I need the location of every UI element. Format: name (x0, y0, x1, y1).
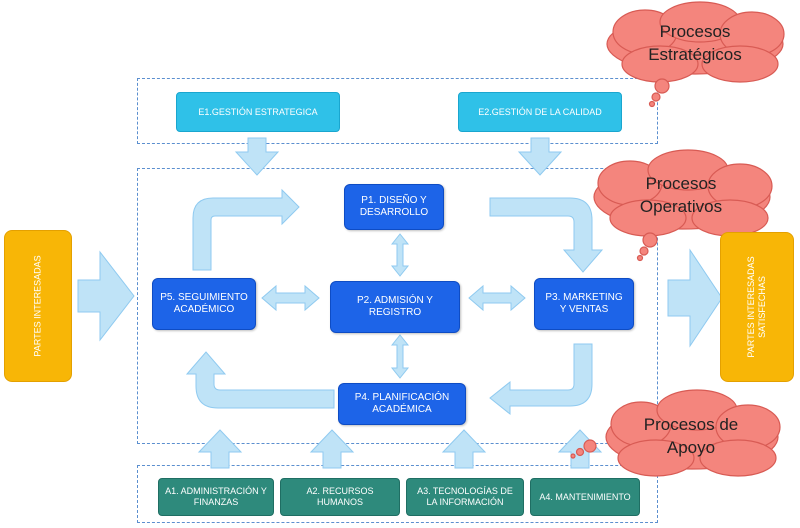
output-arrow (667, 248, 723, 348)
support-up-arrow-1 (197, 429, 243, 469)
process-p3-box: P3. MARKETING Y VENTAS (534, 278, 634, 330)
process-e1-box: E1.GESTIÓN ESTRATEGICA (176, 92, 340, 132)
process-p2-label: P2. ADMISIÓN Y REGISTRO (357, 295, 433, 318)
cloud-strategic-line1: Procesos (659, 22, 731, 41)
process-a1-box: A1. ADMINISTRACIÓN Y FINANZAS (158, 478, 274, 516)
double-arrow-p5-p2 (261, 284, 320, 312)
stakeholders-input-label: PARTES INTERESADAS (32, 255, 43, 357)
cycle-arrow-p1-to-p3 (489, 197, 604, 273)
process-a2-label: A2. RECURSOS HUMANOS (306, 486, 374, 507)
cycle-arrow-p5-to-p1 (192, 188, 300, 271)
process-a4-box: A4. MANTENIMIENTO (530, 478, 640, 516)
cloud-support-line2: Apoyo (666, 438, 716, 457)
cloud-strategic-label: Procesos Estratégicos (620, 20, 770, 66)
process-a3-box: A3. TECNOLOGÍAS DE LA INFORMACIÓN (406, 478, 524, 516)
support-up-arrow-3 (441, 429, 487, 469)
double-arrow-p1-p2 (390, 233, 410, 277)
support-up-arrow-2 (309, 429, 355, 469)
process-e2-box: E2.GESTIÓN DE LA CALIDAD (458, 92, 622, 132)
cloud-strategic (606, 1, 785, 108)
process-p4-label: P4. PLANIFICACIÓN ACADÉMICA (354, 392, 450, 415)
process-p1-label: P1. DISEÑO Y DESARROLLO (359, 195, 429, 218)
process-p4-box: P4. PLANIFICACIÓN ACADÉMICA (338, 383, 466, 425)
process-p5-box: P5. SEGUIMIENTO ACADÉMICO (152, 278, 256, 330)
input-arrow (77, 250, 135, 342)
double-arrow-p2-p3 (468, 284, 526, 312)
strategic-region-frame (137, 78, 658, 144)
stakeholders-output-line1: PARTES INTERESADAS (746, 256, 756, 358)
stakeholders-output-label: PARTES INTERESADAS SATISFECHAS (746, 256, 768, 357)
cloud-strategic-line2: Estratégicos (648, 45, 742, 64)
process-a4-label: A4. MANTENIMIENTO (539, 491, 631, 502)
support-region-frame (137, 465, 658, 523)
cycle-arrow-p4-to-p5 (185, 351, 335, 409)
process-p3-label: P3. MARKETING Y VENTAS (545, 292, 623, 315)
process-p5-label: P5. SEGUIMIENTO ACADÉMICO (160, 292, 248, 315)
cycle-arrow-p3-to-p4 (489, 343, 593, 416)
process-p2-box: P2. ADMISIÓN Y REGISTRO (330, 281, 460, 333)
cloud-operative-line2: Operativos (639, 197, 723, 216)
process-a1-label: A1. ADMINISTRACIÓN Y FINANZAS (165, 486, 267, 507)
stakeholders-output-box: PARTES INTERESADAS SATISFECHAS (720, 232, 794, 382)
cloud-operative (593, 149, 773, 262)
cloud-operative-line1: Procesos (645, 174, 717, 193)
cloud-support-line1: Procesos de (643, 415, 739, 434)
double-arrow-p2-p4 (390, 334, 410, 379)
stakeholders-input-box: PARTES INTERESADAS (4, 230, 72, 382)
cloud-operative-label: Procesos Operativos (606, 172, 756, 218)
process-e2-label: E2.GESTIÓN DE LA CALIDAD (478, 107, 602, 117)
process-e1-label: E1.GESTIÓN ESTRATEGICA (198, 107, 318, 117)
process-a3-label: A3. TECNOLOGÍAS DE LA INFORMACIÓN (417, 486, 513, 507)
process-p1-box: P1. DISEÑO Y DESARROLLO (344, 184, 444, 230)
process-a2-box: A2. RECURSOS HUMANOS (280, 478, 400, 516)
stakeholders-output-line2: SATISFECHAS (757, 276, 767, 338)
cloud-support-label: Procesos de Apoyo (616, 413, 766, 459)
cloud-support (570, 389, 781, 477)
operative-region-frame (137, 168, 658, 444)
strategic-down-arrow-1 (234, 137, 280, 176)
strategic-down-arrow-2 (517, 137, 563, 176)
